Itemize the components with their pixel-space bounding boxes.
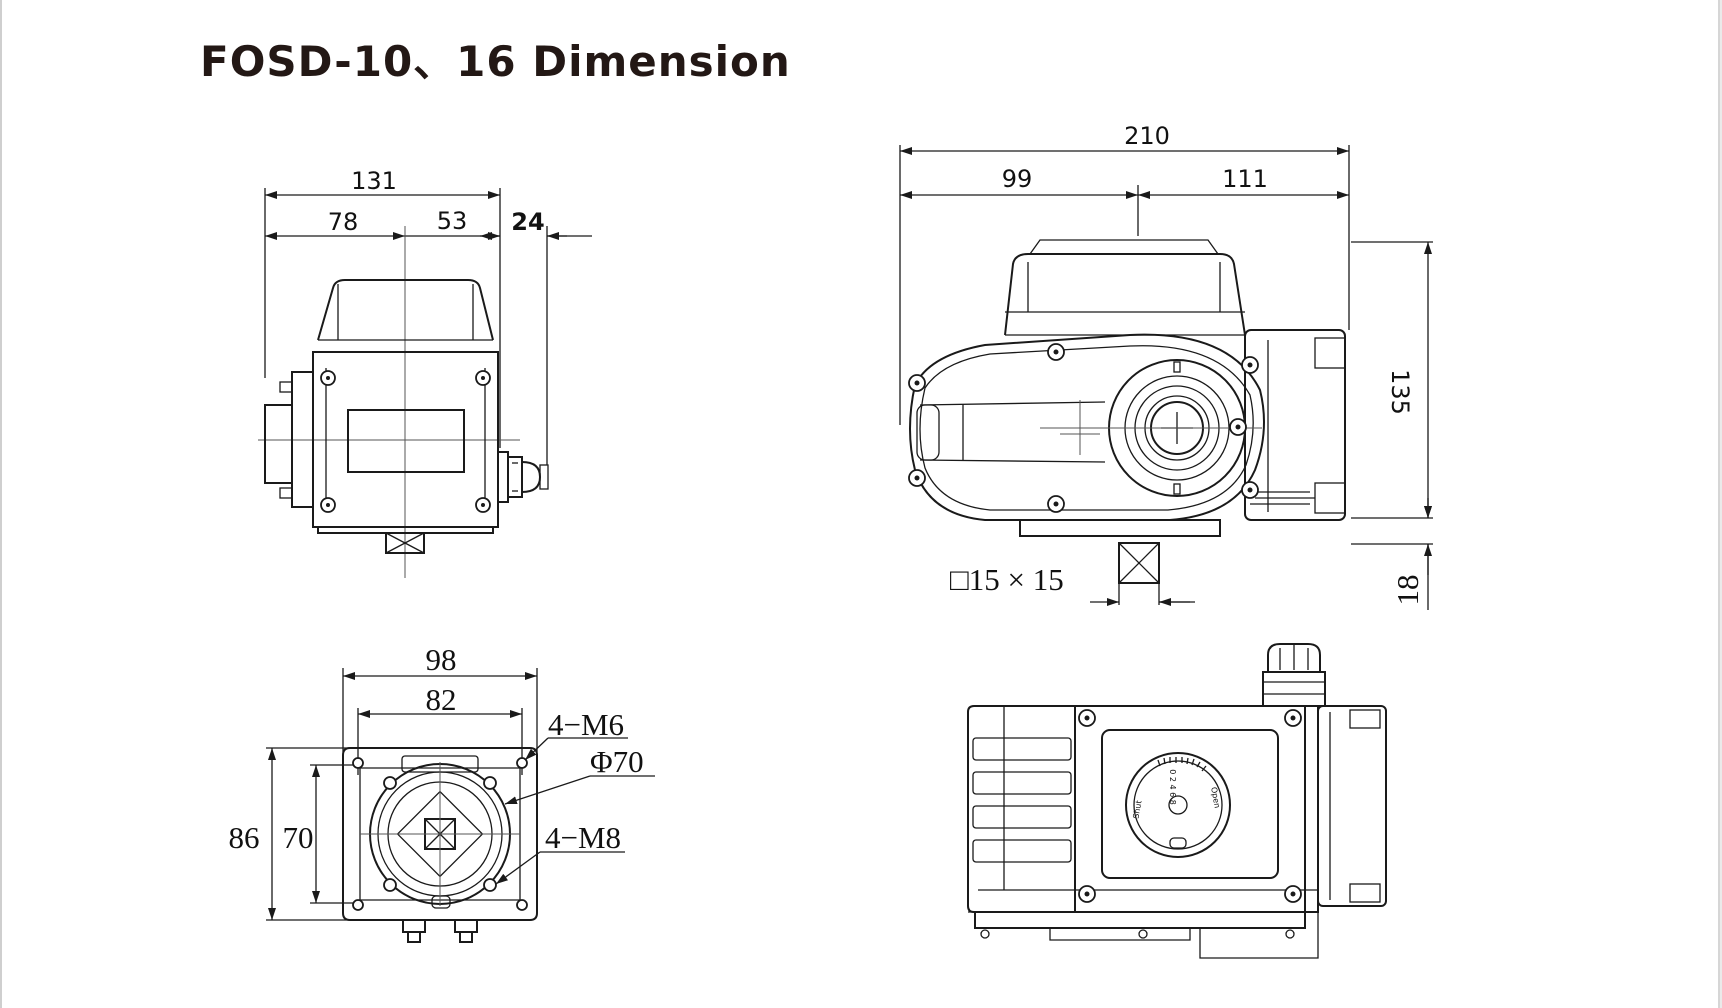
bolt-label-4-m6: 4−M6 — [548, 707, 624, 742]
dim-label-98: 98 — [426, 642, 457, 677]
side-view: 131 78 53 24 — [258, 167, 592, 578]
dim-label-131: 131 — [351, 167, 397, 195]
flange-view: 98 82 86 70 4−M6 Φ70 4−M8 — [229, 642, 655, 943]
dim-label-18: 18 — [1390, 575, 1425, 606]
dial-scale-numbers: 0 2 4 6 8 — [1168, 769, 1177, 805]
dim-label-210: 210 — [1124, 122, 1170, 150]
dial-shut-label: Shut — [1132, 800, 1144, 820]
dim-label-82: 82 — [426, 682, 457, 717]
pitch-circle-label: Φ70 — [590, 744, 644, 779]
dim-label-99: 99 — [1002, 165, 1033, 193]
dim-label-135: 135 — [1386, 369, 1414, 415]
dial-ticks — [1157, 757, 1207, 772]
dial-open-label: Open — [1209, 786, 1222, 809]
dim-label-111: 111 — [1222, 165, 1268, 193]
dim-label-70: 70 — [283, 820, 314, 855]
front-view: 210 99 111 135 18 □15 × 15 — [899, 122, 1433, 610]
dim-label-square-drive: □15 × 15 — [950, 562, 1064, 597]
dim-label-53: 53 — [437, 207, 468, 235]
dim-label-24: 24 — [511, 208, 544, 236]
top-view: Shut Open 0 2 4 6 8 — [967, 643, 1387, 959]
page-border-right — [1718, 0, 1720, 1008]
dim-label-86: 86 — [229, 820, 260, 855]
page-title: FOSD-10、16 Dimension — [200, 37, 791, 86]
bolt-label-4-m8: 4−M8 — [545, 820, 621, 855]
page-border-right-outer — [1720, 0, 1722, 1008]
page-border-left — [0, 0, 2, 1008]
dim-label-78: 78 — [328, 208, 359, 236]
